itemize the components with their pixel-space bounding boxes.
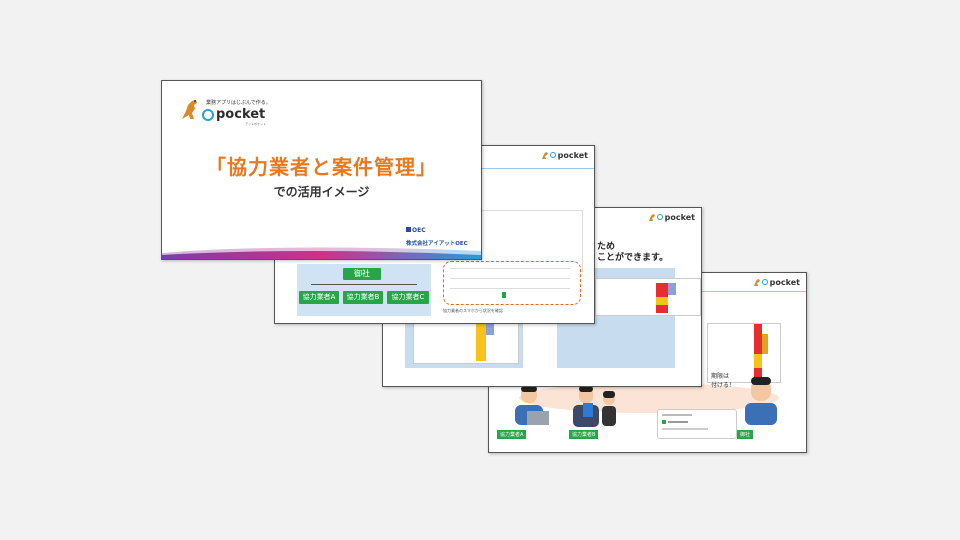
brand-name: pocket [664,212,695,222]
pink-band [519,383,779,413]
pocket-logo: pocket [540,150,588,160]
org-child: 協力業者C [387,291,429,304]
highlight-frame [443,261,581,305]
at-icon [549,152,556,158]
person-icon [515,386,549,425]
brand-name: pocket [557,150,588,160]
notification-card [657,409,737,439]
brand-name: pocket [769,277,800,287]
data-table [413,320,519,364]
kangaroo-icon [182,100,197,119]
person-label: 御社 [737,430,754,439]
pocket-logo: pocket [752,277,800,287]
pocket-logo: pocket [202,107,265,122]
tagline: 業務アプリはじぶんで作る。 [206,100,271,106]
org-panel: 御社 協力業者A 協力業者B 協力業者C [297,264,431,316]
kangaroo-icon [541,152,548,159]
at-icon [761,279,768,285]
data-table [595,278,701,316]
brand-sub: アットポケット [245,122,267,126]
cover-subtitle: での活用イメージ [273,185,370,199]
slide-thumbnail-1: 業務アプリはじぶんで作る。 pocket アットポケット 「協力業者と案件管理」… [161,80,482,260]
oec-logo-icon [406,227,411,232]
company-name: 株式会社アイアットOEC [406,241,468,247]
brand-name: pocket [216,107,266,122]
cover-title: 「協力業者と案件管理」 [206,155,437,179]
company-logo: OEC [406,227,426,234]
kangaroo-icon [648,214,655,221]
org-child: 協力業者B [343,291,383,304]
slide-heading: ため ことができます。 [597,242,669,263]
at-icon [656,214,663,220]
person-icon [573,386,616,427]
org-head: 御社 [343,268,381,280]
status-table [707,323,781,383]
screen-caption: 協力業者のスマホから状況を確認 [443,308,503,313]
person-label: 協力業者B [569,430,599,439]
callout-note: 期限は 付ける！ [711,373,736,389]
pocket-logo: pocket [647,212,695,222]
org-child: 協力業者A [299,291,339,304]
person-label: 協力業者A [497,430,527,439]
wave-decoration [162,247,481,259]
person-icon [745,377,777,425]
kangaroo-icon [753,279,760,286]
at-icon [202,108,214,121]
